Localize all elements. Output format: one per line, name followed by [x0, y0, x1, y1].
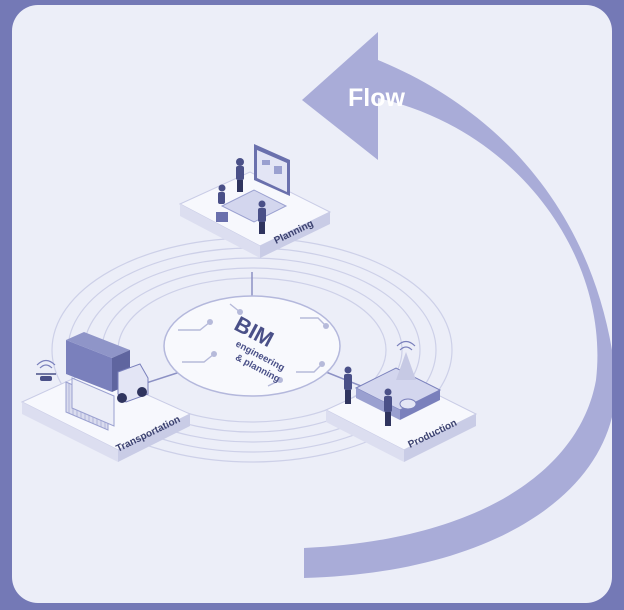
- panel-stack-icon: [65, 377, 115, 431]
- production-people-icon: [344, 366, 392, 426]
- monitor-icon: [254, 144, 290, 196]
- bim-flow-diagram: Flow BIM: [20, 32, 612, 578]
- truck-icon: [66, 332, 149, 403]
- transportation-station: Transportation: [20, 332, 192, 462]
- drone-icon: [36, 359, 56, 381]
- bim-hub: BIM engineering & planning: [163, 295, 341, 397]
- planning-station: Planning: [178, 144, 332, 258]
- diagram-card: Flow BIM: [12, 5, 612, 603]
- flow-arrow: [304, 60, 612, 578]
- flow-arrow-head: [302, 32, 378, 160]
- flow-label: Flow: [348, 84, 405, 112]
- wifi-icon: [396, 340, 416, 351]
- planning-people-icon: [216, 158, 266, 234]
